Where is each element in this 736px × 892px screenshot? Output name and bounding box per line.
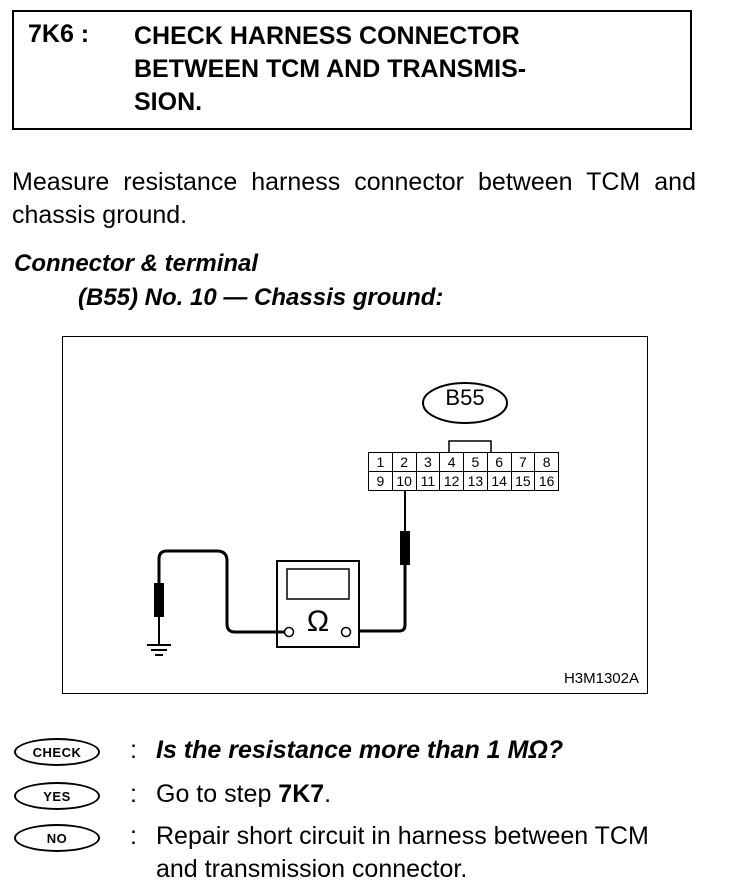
pin-2: 2 xyxy=(391,452,417,472)
pin-4: 4 xyxy=(439,452,464,472)
pin-9: 9 xyxy=(368,471,393,491)
pin-15: 15 xyxy=(510,471,536,491)
figure-id: H3M1302A xyxy=(563,670,639,687)
no-answer: Repair short circuit in harness between … xyxy=(156,822,649,883)
no-badge: NO xyxy=(14,824,100,852)
yes-answer: Go to step 7K7. xyxy=(156,778,696,811)
connector-pin-grid: 1 2 3 4 5 6 7 8 9 10 11 12 13 14 15 16 xyxy=(368,452,559,491)
multimeter-display xyxy=(286,568,350,600)
pin-12: 12 xyxy=(439,471,464,491)
probe-lead-right xyxy=(346,565,407,633)
ohm-symbol: Ω xyxy=(307,605,329,638)
yes-text-suffix: . xyxy=(324,780,332,808)
connector-lock-tab xyxy=(448,440,492,453)
meter-terminal-right xyxy=(340,626,352,638)
pin-16: 16 xyxy=(534,471,559,491)
probe-lead-left xyxy=(157,549,284,634)
yes-target-step: 7K7 xyxy=(278,780,325,808)
pin-3: 3 xyxy=(415,452,441,472)
probe-handle-right xyxy=(400,531,410,565)
step-header-box: 7K6 : CHECK HARNESS CONNECTOR BETWEEN TC… xyxy=(12,10,692,130)
pin-5: 5 xyxy=(463,452,488,472)
step-title: CHECK HARNESS CONNECTOR BETWEEN TCM AND … xyxy=(134,22,527,116)
step-code: 7K6 : xyxy=(28,20,90,48)
probe-handle-left xyxy=(154,583,164,617)
pin-11: 11 xyxy=(415,471,441,491)
connector-label: B55 xyxy=(445,385,485,410)
meter-terminal-left xyxy=(283,626,295,638)
pin-1: 1 xyxy=(368,452,393,472)
yes-badge: YES xyxy=(14,782,100,810)
instruction-text: Measure resistance harness connector bet… xyxy=(12,168,696,229)
wiring-diagram: Ω B55 1 2 3 4 5 6 7 8 9 10 11 12 13 14 1… xyxy=(62,336,648,694)
pin-14: 14 xyxy=(486,471,512,491)
pin-7: 7 xyxy=(510,452,536,472)
check-colon: : xyxy=(130,736,137,764)
pin-13: 13 xyxy=(463,471,488,491)
diagram-drawing: Ω xyxy=(147,382,508,656)
pin-10: 10 xyxy=(391,471,417,491)
yes-text-prefix: Go to step xyxy=(156,780,279,808)
spec-value: (B55) No. 10 — Chassis ground: xyxy=(78,284,444,311)
no-colon: : xyxy=(130,822,137,850)
spec-label: Connector & terminal xyxy=(14,250,259,277)
check-badge: CHECK xyxy=(14,738,100,766)
check-question: Is the resistance more than 1 MΩ? xyxy=(156,736,564,764)
pin-8: 8 xyxy=(534,452,559,472)
connector-label-outline xyxy=(422,382,508,424)
pin-6: 6 xyxy=(486,452,512,472)
yes-colon: : xyxy=(130,780,137,808)
